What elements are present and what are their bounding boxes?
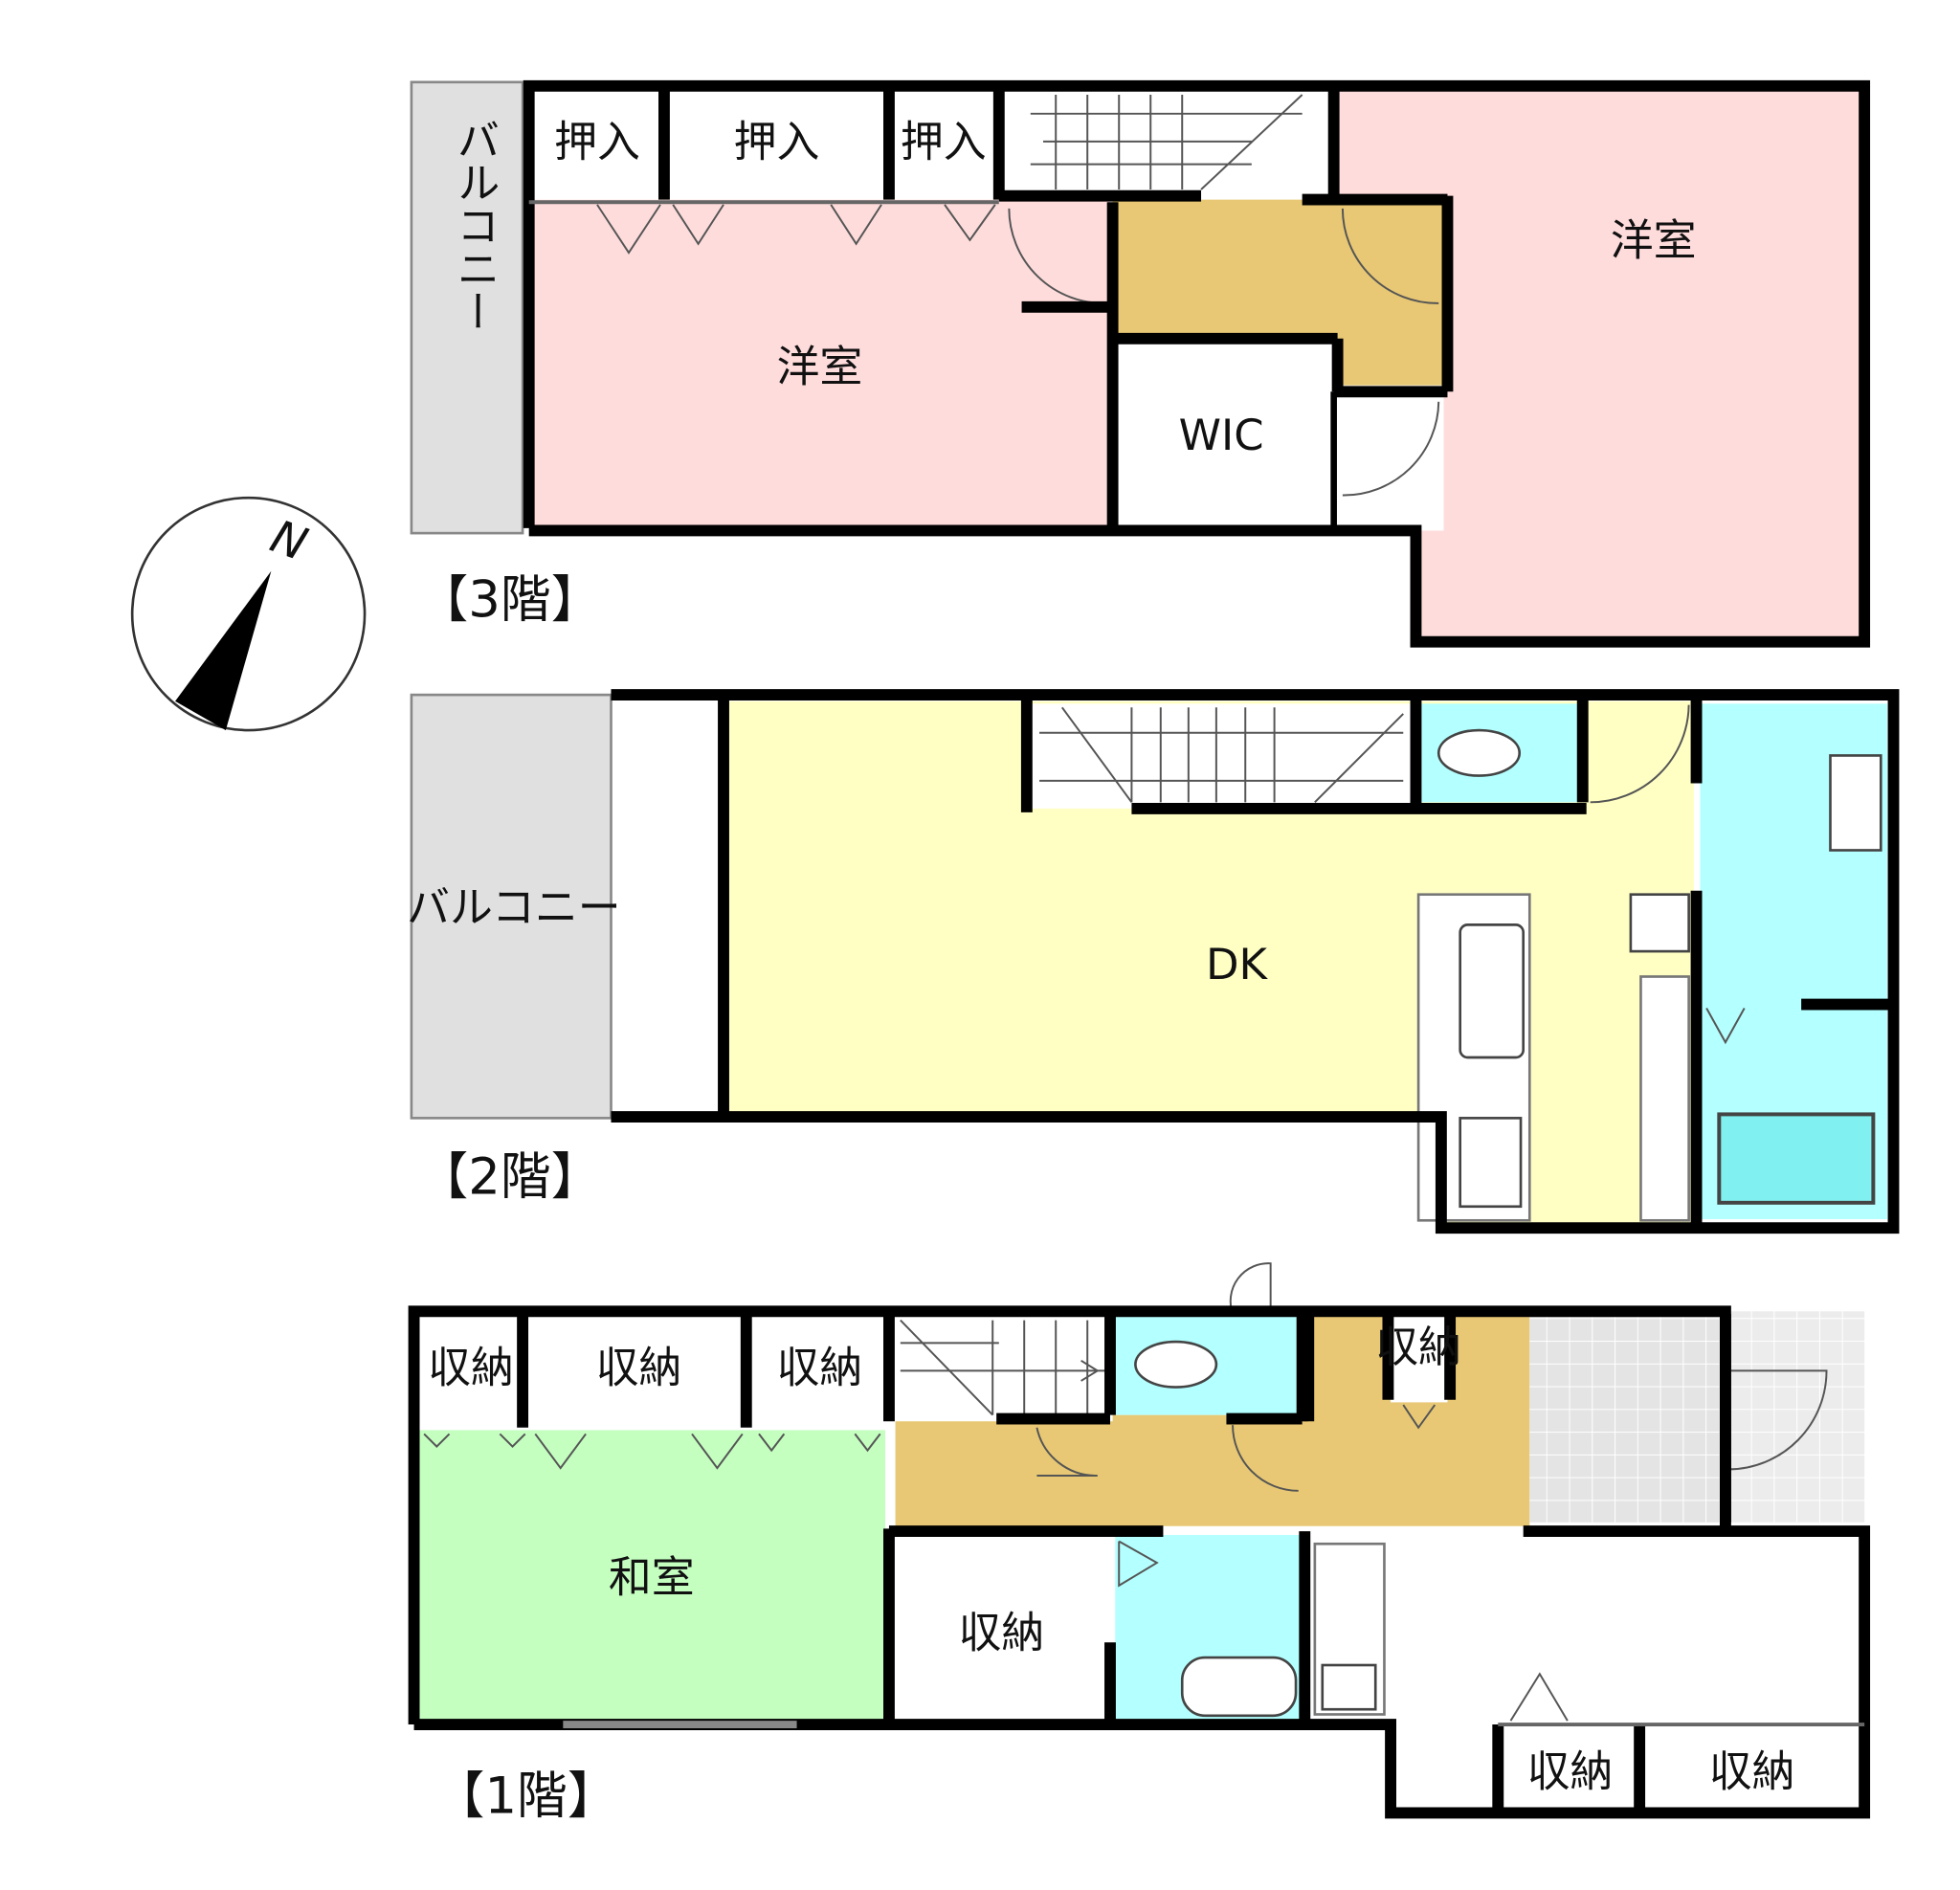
floor-title: 【2階】	[418, 1148, 602, 1207]
outer-wall-3f	[523, 79, 1871, 648]
balcony-2f	[410, 693, 612, 1120]
floor-title: 【1階】	[434, 1767, 618, 1825]
closet-label: 押入	[901, 117, 987, 167]
floor-title: 【3階】	[418, 570, 602, 629]
closets-3f	[528, 85, 999, 200]
balcony-label: バルコニー	[407, 882, 620, 933]
dk-label: DK	[1206, 939, 1269, 989]
hallway-1f	[895, 1313, 1530, 1526]
floor-2: バルコニー DK 【2階】	[407, 689, 1900, 1234]
closet-label: 押入	[554, 117, 640, 167]
toilet-icon	[1437, 728, 1522, 777]
toilet-icon	[1134, 1340, 1218, 1389]
north-arrow-icon	[175, 570, 272, 731]
cupboard	[1639, 975, 1690, 1222]
western-room-right	[1337, 85, 1865, 642]
closet-label: 収納	[428, 1342, 514, 1392]
floor-1: 収納 収納 収納 収納 和室 収納 収納 収納 【1階】	[408, 1008, 1871, 1825]
room-label: 洋室	[776, 342, 862, 392]
closet-doors-1f	[423, 1008, 1746, 1722]
porch	[1725, 1311, 1865, 1523]
stove-icon	[1321, 1663, 1377, 1711]
door-swing	[1232, 1425, 1299, 1492]
entrance	[1529, 1313, 1720, 1523]
door-swing	[1342, 401, 1440, 497]
door-swing	[1036, 1427, 1098, 1477]
closet-label: 収納	[776, 1342, 862, 1392]
stairs-2f	[1030, 703, 1413, 809]
closet-label: 押入	[734, 117, 820, 167]
stairs-3f	[1030, 94, 1303, 190]
door-swing	[1590, 704, 1690, 804]
closet-label: 収納	[596, 1342, 682, 1392]
kitchen-sink-icon	[1459, 923, 1526, 1059]
room-label: 和室	[609, 1551, 695, 1602]
compass: N	[130, 496, 367, 732]
door-swing	[1229, 1262, 1272, 1315]
balcony-3f	[410, 80, 524, 535]
stove-icon	[1459, 1117, 1523, 1209]
closet-label: 収納	[1709, 1746, 1795, 1797]
bathtub-icon	[1717, 1112, 1876, 1205]
refrigerator	[1629, 893, 1690, 953]
closet-label: 収納	[1527, 1746, 1614, 1797]
small-closet	[1391, 1313, 1448, 1403]
closet-label: 収納	[959, 1608, 1045, 1658]
outer-wall-2f	[611, 689, 1900, 1234]
room-label: 洋室	[1611, 215, 1697, 266]
hallway-3f	[1112, 199, 1444, 386]
japanese-room	[417, 1430, 885, 1722]
entrance-door	[1728, 1369, 1828, 1471]
closets-1f	[417, 1313, 892, 1431]
balcony-label: バルコニー	[449, 118, 500, 332]
wic	[1112, 338, 1334, 528]
sink-icon	[1180, 1656, 1298, 1718]
wic-label: WIC	[1179, 410, 1264, 460]
closet-doors-3f	[596, 204, 996, 255]
floor-3: 押入 押入 押入 バルコニー 洋室 洋室 WIC 【3階】	[410, 79, 1871, 648]
closet-label: 収納	[1375, 1322, 1461, 1372]
stairs-1f	[900, 1319, 1107, 1416]
western-room-left	[528, 199, 1110, 528]
door-swing	[1341, 208, 1439, 304]
sink-icon	[1829, 754, 1882, 852]
